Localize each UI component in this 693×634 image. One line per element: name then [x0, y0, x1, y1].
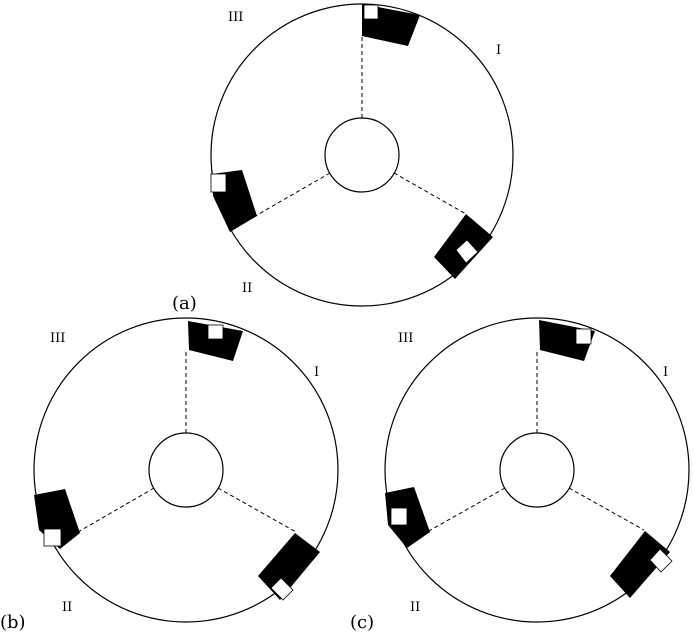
dark-block: [610, 531, 670, 598]
panel-caption-c: (c): [350, 612, 374, 633]
block-c-right: [610, 531, 673, 598]
light-cell: [390, 507, 408, 526]
block-c-left: [385, 487, 430, 548]
dark-block: [385, 487, 430, 548]
light-cell: [649, 548, 673, 573]
sector-label-a-II: II: [242, 281, 252, 296]
sector-label-b-I: I: [314, 365, 319, 380]
dark-block: [258, 533, 320, 600]
sector-label-b-III: III: [50, 331, 65, 346]
sector-label-c-I: I: [663, 365, 668, 380]
panel-caption-b: (b): [0, 612, 26, 633]
light-cell: [270, 577, 294, 601]
sector-label-c-II: II: [410, 600, 420, 615]
outer-disk-b: [33, 317, 339, 623]
light-cell: [455, 239, 479, 264]
sector-label-a-III: III: [228, 10, 243, 25]
light-cell: [43, 528, 62, 547]
panel-a: I II III (a): [172, 3, 514, 314]
panel-c: I II III (c): [350, 317, 690, 633]
sector-label-a-I: I: [496, 43, 501, 58]
sector-label-c-III: III: [398, 331, 413, 346]
block-b-left: [34, 489, 80, 549]
outer-disk-c: [384, 317, 690, 623]
block-a-left: [210, 170, 257, 232]
light-cell: [207, 324, 224, 340]
divider-line-c3: [568, 487, 645, 531]
block-b-top: [188, 321, 243, 361]
light-cell: [575, 328, 592, 345]
divider-line-b2: [77, 487, 155, 533]
divider-line-a2: [251, 172, 331, 219]
divider-line-a3: [393, 172, 467, 215]
panel-b: I II III (b): [0, 317, 339, 633]
dark-block: [188, 321, 243, 361]
inner-hub-a: [324, 117, 400, 193]
panel-caption-a: (a): [172, 293, 197, 314]
block-c-top: [539, 320, 595, 361]
divider-line-b3: [217, 487, 297, 533]
light-cell: [363, 4, 379, 20]
block-a-right: [434, 214, 493, 279]
block-b-right: [258, 533, 320, 601]
light-cell: [210, 173, 227, 193]
inner-hub-b: [148, 432, 224, 508]
inner-hub-c: [499, 432, 575, 508]
block-a-top: [362, 4, 420, 46]
divider-line-c2: [426, 487, 506, 533]
sector-label-b-II: II: [62, 600, 72, 615]
